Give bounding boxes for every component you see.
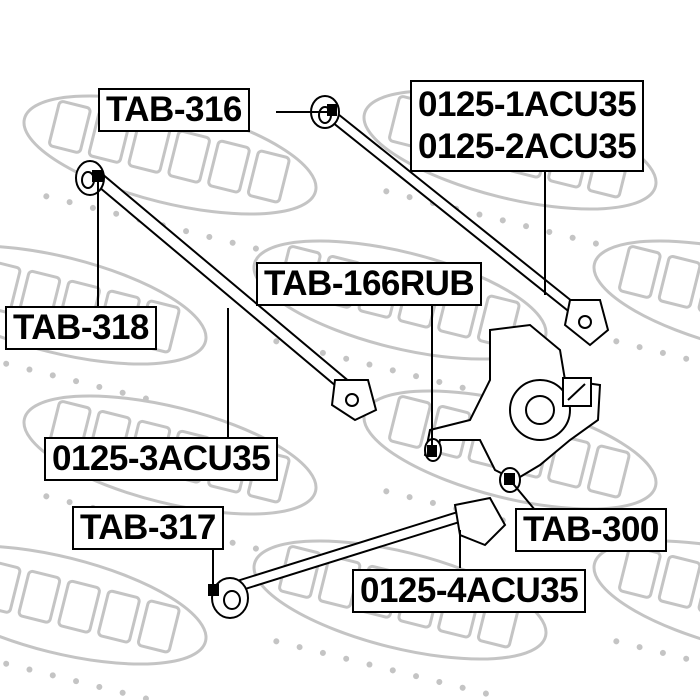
label-tab-300: TAB-300	[515, 508, 667, 552]
leader-lines	[97, 111, 546, 590]
lower-arm-rod	[211, 496, 507, 619]
watermark-logo-tile	[0, 544, 208, 700]
label-0125-1acu35: 0125-1ACU35	[418, 85, 637, 124]
label-0125-2acu35: 0125-2ACU35	[418, 127, 637, 166]
label-0125-1-2acu35: 0125-1ACU35 0125-2ACU35	[410, 80, 645, 172]
lateral-arm-rod	[75, 160, 378, 422]
label-tab-318: TAB-318	[5, 306, 157, 350]
label-0125-3acu35: 0125-3ACU35	[44, 437, 279, 481]
label-0125-4acu35: 0125-4ACU35	[352, 569, 587, 613]
label-tab-316: TAB-316	[98, 88, 250, 132]
rear-knuckle	[423, 323, 602, 493]
bushing-markers	[92, 104, 515, 596]
watermark-logo-tile	[592, 239, 700, 362]
label-tab-166rub: TAB-166RUB	[256, 262, 483, 306]
label-tab-317: TAB-317	[72, 506, 224, 550]
